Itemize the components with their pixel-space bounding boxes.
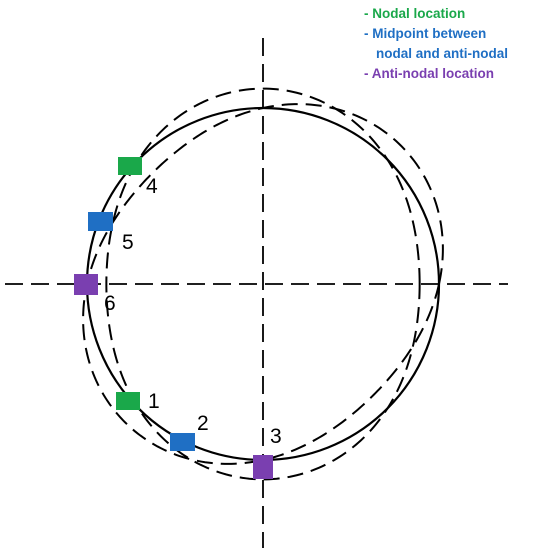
marker-label-5: 5	[122, 231, 134, 254]
marker-3-antinodal	[253, 455, 273, 479]
marker-label-1: 1	[148, 390, 160, 413]
marker-label-6: 6	[104, 292, 116, 315]
legend-nodal: - Nodal location	[364, 6, 466, 21]
marker-4-nodal	[118, 157, 142, 175]
legend: - Nodal location - Midpoint between noda…	[364, 4, 508, 84]
marker-label-4: 4	[146, 175, 158, 198]
legend-midpoint-line2: nodal and anti-nodal	[376, 46, 508, 61]
marker-label-2: 2	[197, 412, 209, 435]
marker-6-antinodal	[74, 274, 98, 295]
marker-2-midpoint	[170, 433, 195, 451]
legend-antinodal: - Anti-nodal location	[364, 66, 494, 81]
marker-5-midpoint	[88, 212, 113, 231]
marker-label-3: 3	[270, 425, 282, 448]
marker-1-nodal	[116, 392, 140, 410]
deformed-ring-a	[105, 87, 421, 481]
legend-midpoint-line1: - Midpoint between	[364, 26, 487, 41]
